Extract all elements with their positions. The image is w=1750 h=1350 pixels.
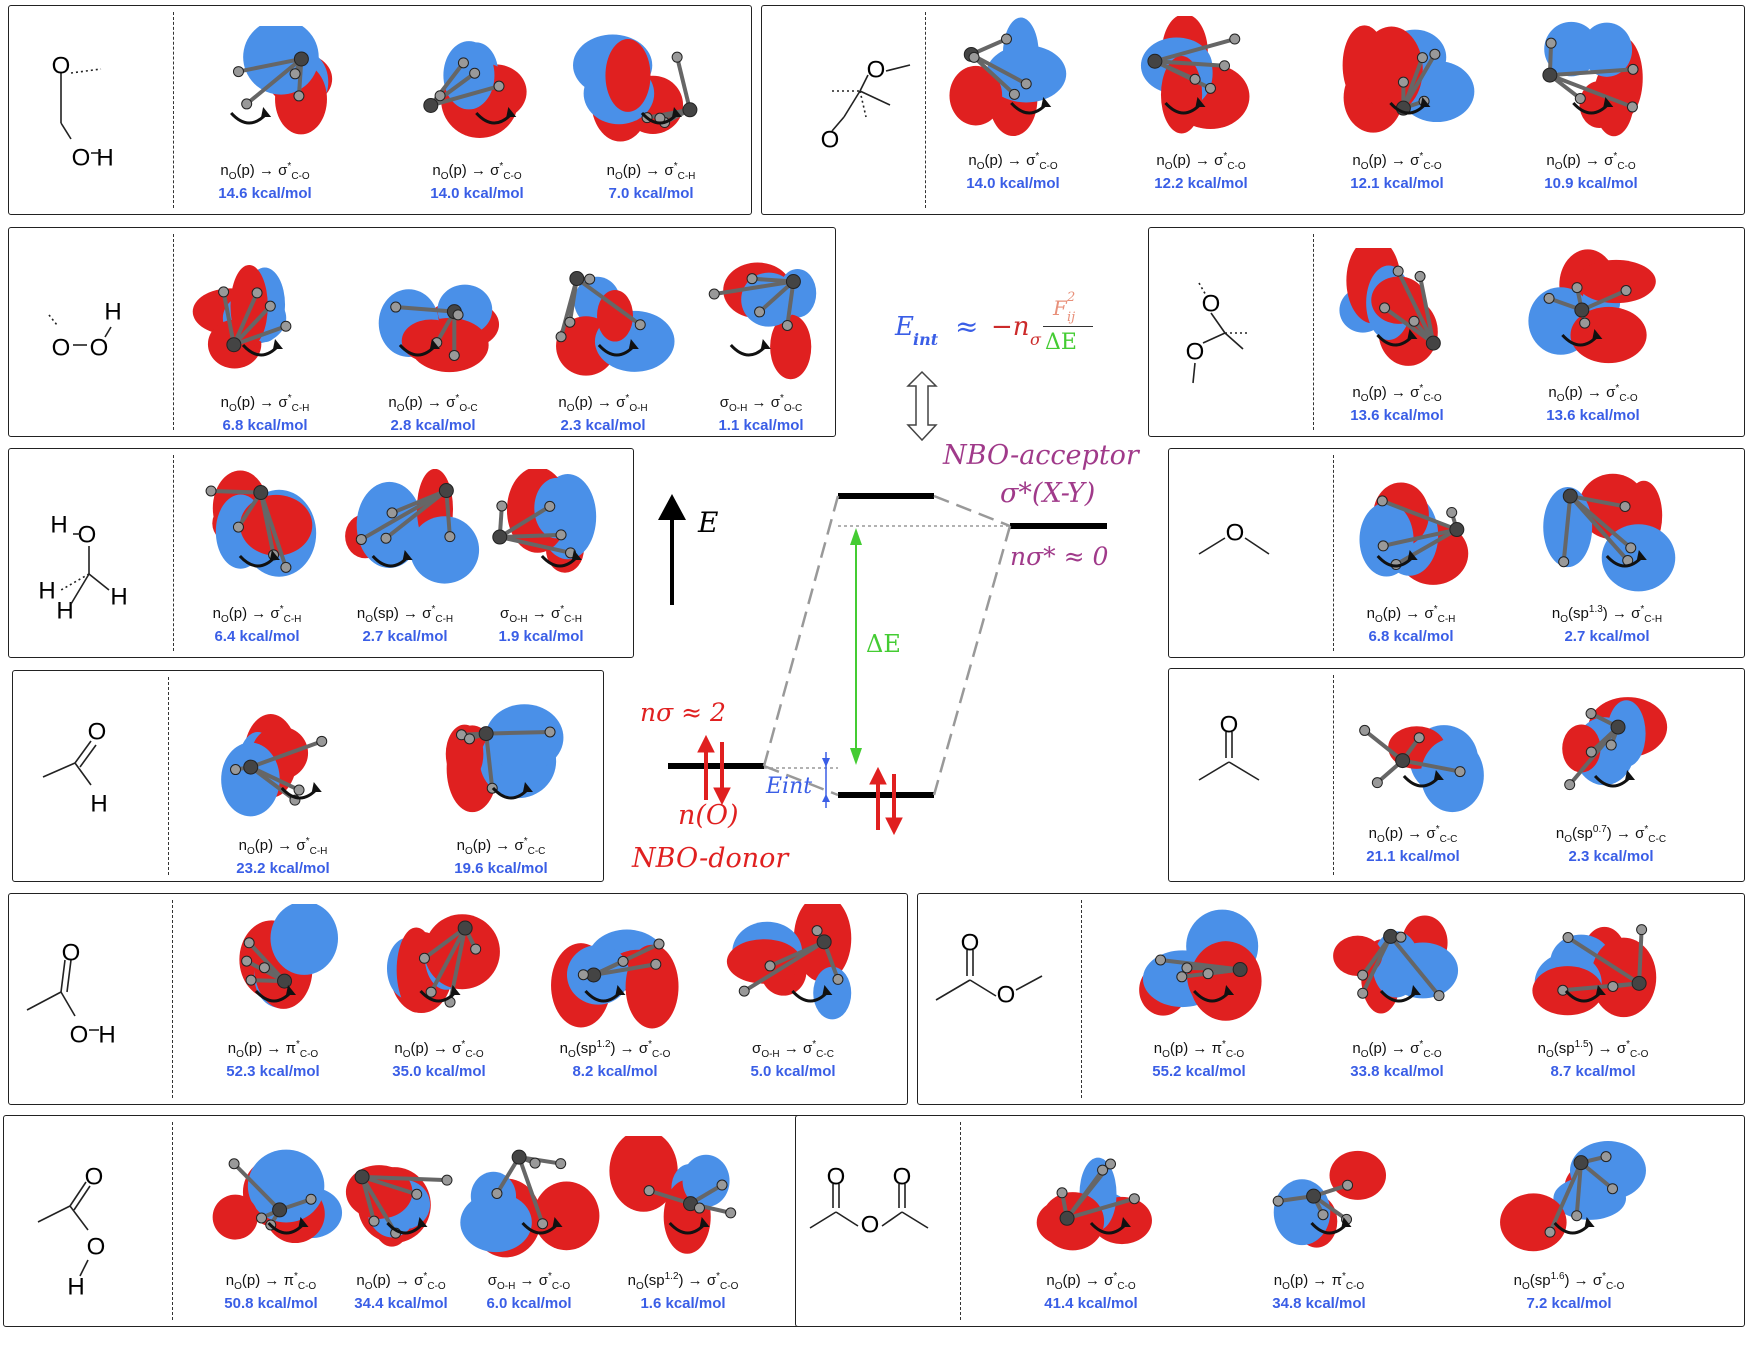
energy-axis-arrowhead [658,494,686,520]
eint-label: Eint [766,774,812,799]
equivalence-arrow [908,372,936,440]
donor-electrons [698,736,730,804]
donor-occupancy: nσ ≈ 2 [640,698,726,727]
acceptor-occupancy: nσ* ≈ 0 [1010,542,1108,571]
delta-e-label: ΔE [866,630,901,658]
bonding-electrons [870,768,902,834]
energy-axis-label: E [698,506,718,539]
donor-orbital: n(O) [678,800,739,831]
donor-label: NBO-donor [632,843,788,874]
acceptor-orbital: σ*(X-Y) [1000,478,1095,509]
acceptor-label: NBO-acceptor [943,440,1139,471]
